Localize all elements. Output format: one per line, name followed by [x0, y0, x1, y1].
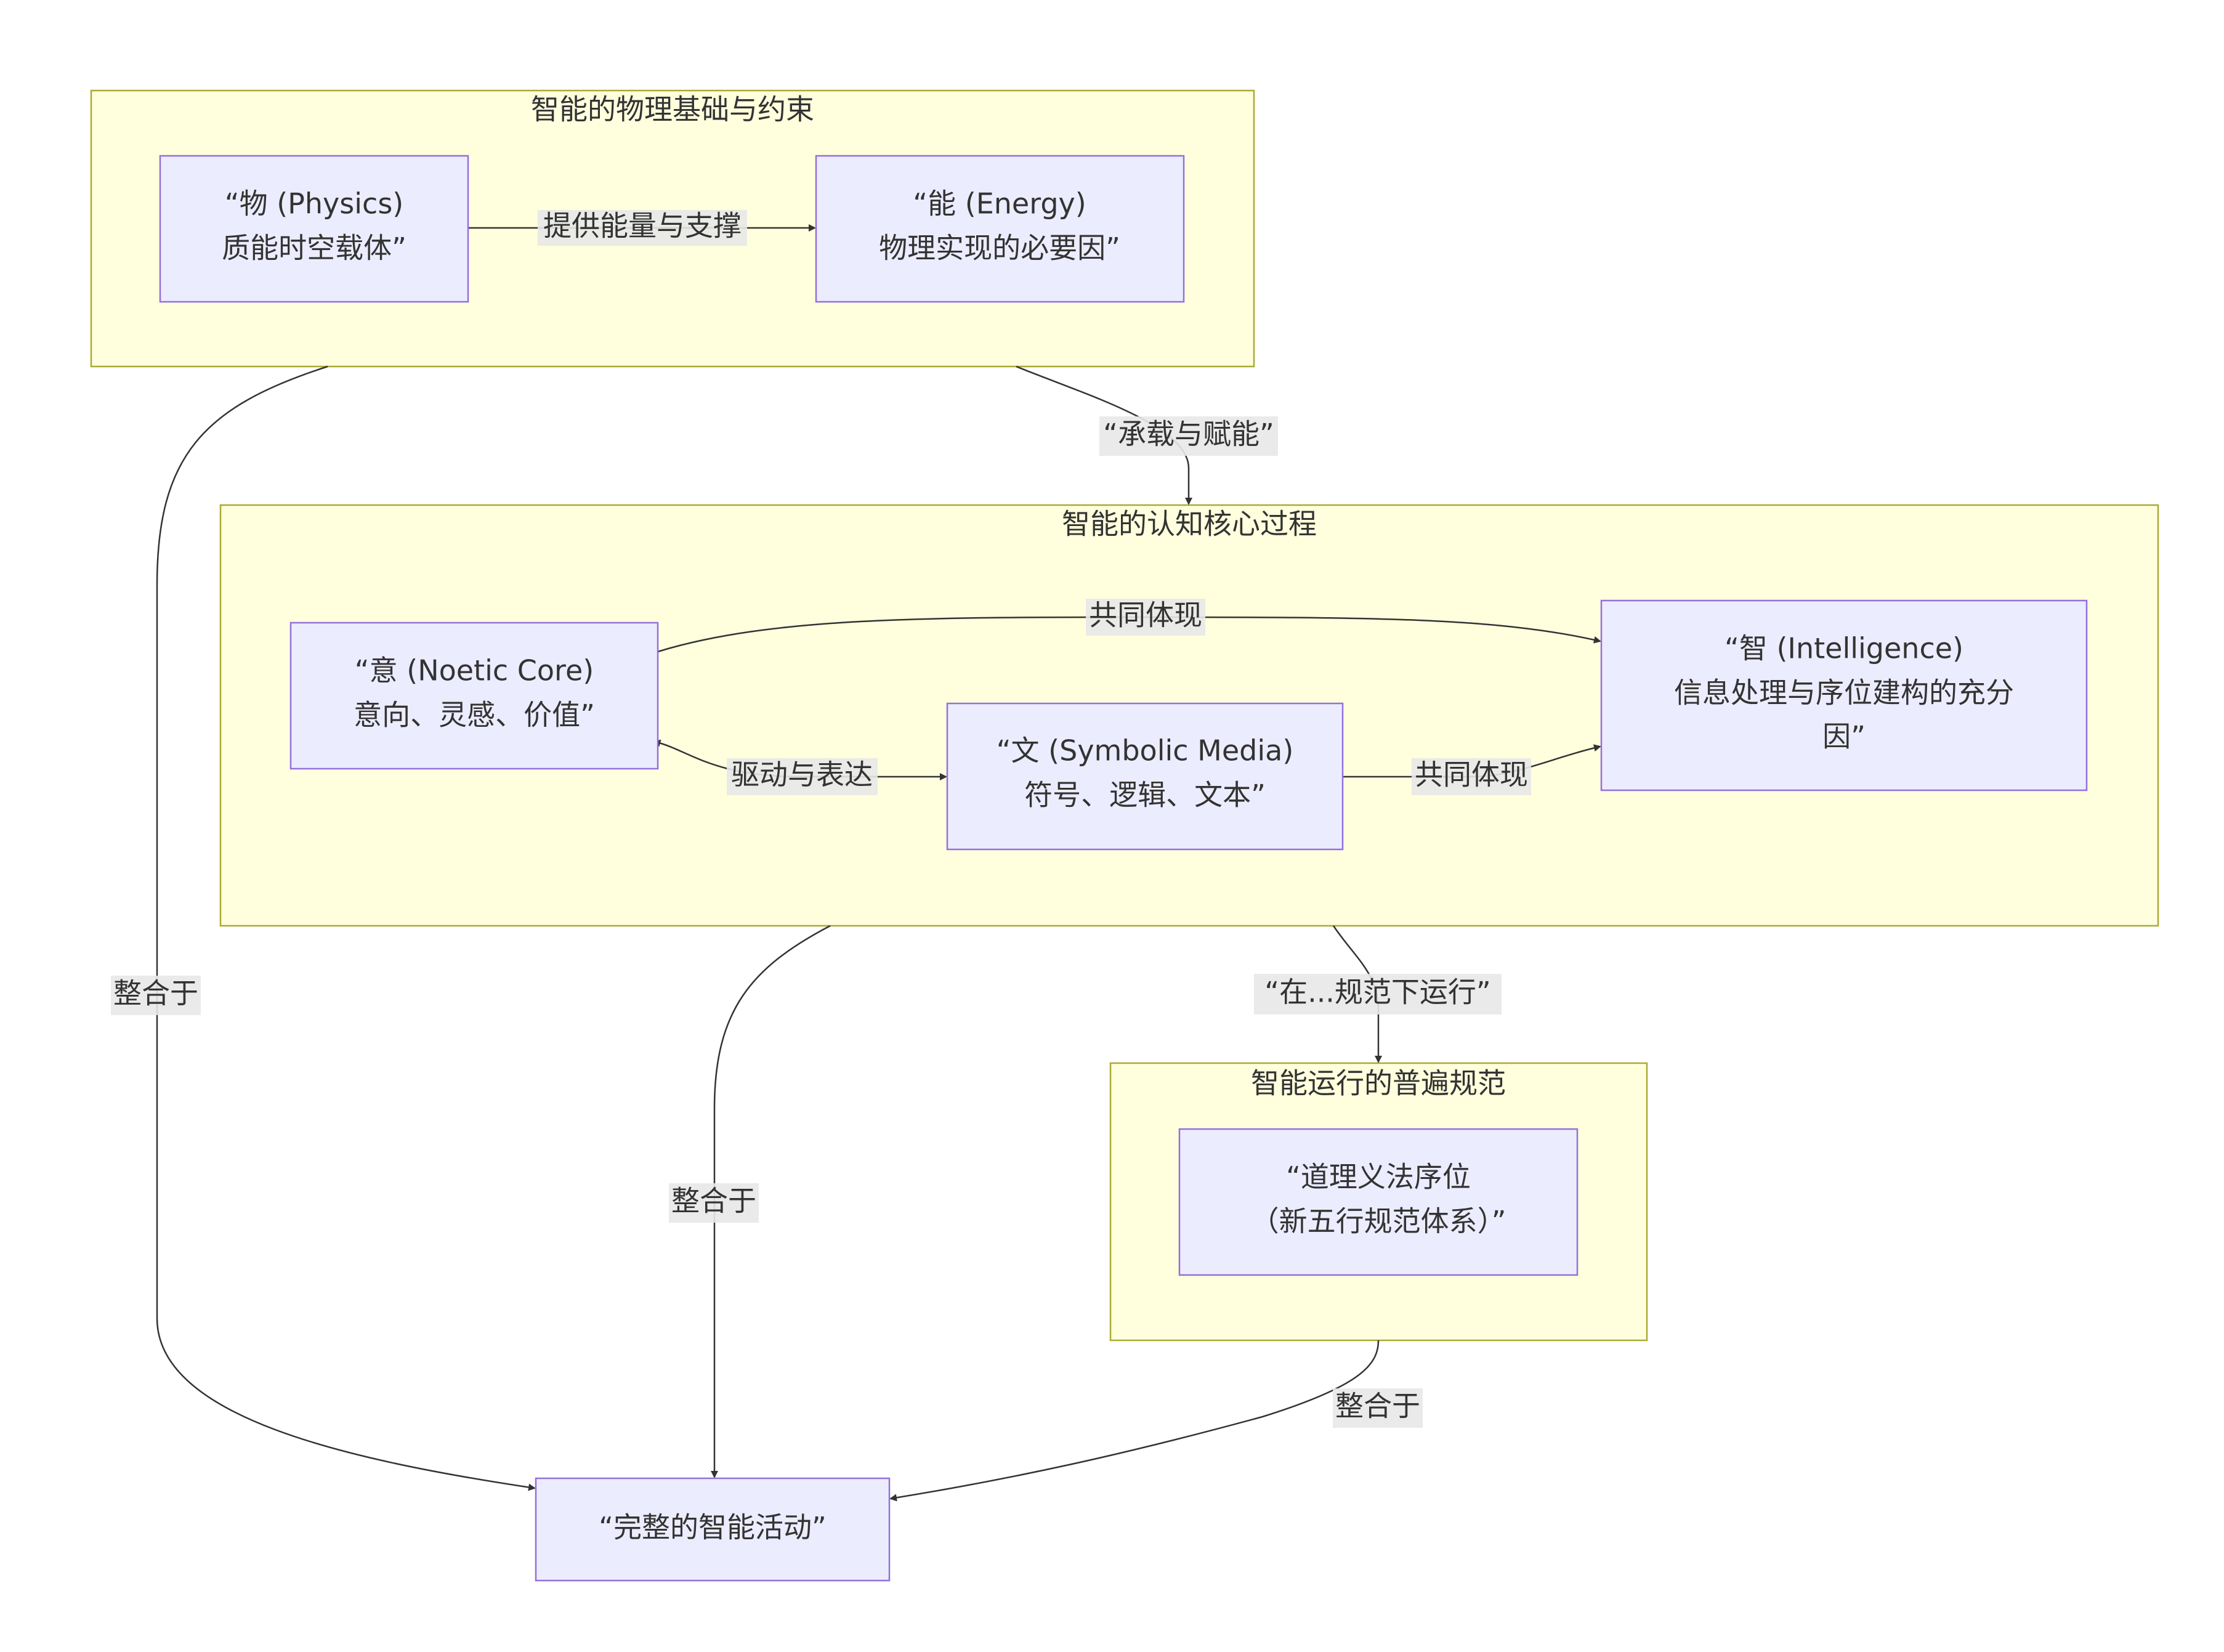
node-dao-norms-line1: “道理义法序位	[1286, 1160, 1471, 1194]
node-intelligence[interactable]: “智 (Intelligence) 信息处理与序位建构的充分 因”	[1600, 599, 2088, 792]
edge-label-physics-energy: 提供能量与支撑	[543, 209, 742, 243]
edge-cognitive-to-complete: 整合于	[669, 925, 831, 1478]
edge-symbolic-to-intelligence: 共同体现	[1343, 744, 1601, 795]
node-energy-box[interactable]	[815, 155, 1185, 303]
node-intelligence-line3: 因”	[1822, 720, 1866, 753]
edge-label-symbolic-intelligence: 共同体现	[1415, 758, 1528, 792]
node-complete-activity-label: “完整的智能活动”	[599, 1511, 827, 1544]
node-noetic-core-line2: 意向、灵感、价值”	[354, 698, 595, 732]
node-noetic-core-box[interactable]	[289, 622, 659, 770]
edge-label-cognitive-complete: 整合于	[671, 1184, 756, 1218]
node-dao-norms-line2: （新五行规范体系）”	[1251, 1205, 1506, 1238]
edge-cognitive-to-norms: “在...规范下运行”	[1254, 925, 1502, 1063]
node-noetic-core-line1: “意 (Noetic Core)	[355, 654, 594, 687]
node-physics-box[interactable]	[159, 155, 469, 303]
edge-label-noetic-intelligence: 共同体现	[1089, 599, 1202, 632]
node-physics-line1: “物 (Physics)	[225, 187, 403, 221]
edge-norms-to-complete: 整合于	[889, 1340, 1423, 1502]
edge-noetic-to-intelligence: 共同体现	[657, 599, 1601, 653]
cluster-cognitive-core-title: 智能的认知核心过程	[1062, 508, 1317, 541]
edge-physical-to-complete: 整合于	[111, 365, 536, 1491]
node-symbolic-media-line2: 符号、逻辑、文本”	[1024, 779, 1266, 812]
cluster-universal-norms-title: 智能运行的普遍规范	[1251, 1067, 1506, 1100]
node-complete-activity[interactable]: “完整的智能活动”	[535, 1477, 891, 1582]
node-symbolic-media[interactable]: “文 (Symbolic Media) 符号、逻辑、文本”	[946, 702, 1344, 851]
edge-label-noetic-symbolic: 驱动与表达	[731, 758, 873, 792]
node-energy-line1: “能 (Energy)	[913, 187, 1086, 221]
node-energy-line2: 物理实现的必要因”	[879, 232, 1120, 265]
node-intelligence-box[interactable]	[1600, 599, 2088, 792]
node-dao-norms-box[interactable]	[1178, 1128, 1579, 1276]
edge-physics-to-energy: 提供能量与支撑	[468, 209, 816, 246]
node-noetic-core[interactable]: “意 (Noetic Core) 意向、灵感、价值”	[289, 622, 659, 770]
cluster-physical-basis-title: 智能的物理基础与约束	[531, 93, 814, 126]
node-energy[interactable]: “能 (Energy) 物理实现的必要因”	[815, 155, 1185, 303]
edge-noetic-symbolic-bidirectional: 驱动与表达	[653, 739, 947, 795]
edge-physical-to-cognitive: “承载与赋能”	[1016, 365, 1278, 505]
node-symbolic-media-line1: “文 (Symbolic Media)	[997, 734, 1294, 767]
node-complete-activity-box[interactable]	[535, 1477, 891, 1582]
node-physics-line2: 质能时空载体”	[222, 232, 406, 265]
node-intelligence-line2: 信息处理与序位建构的充分	[1674, 676, 2014, 710]
edge-label-cognitive-norms: “在...规范下运行”	[1264, 976, 1491, 1009]
node-dao-norms[interactable]: “道理义法序位 （新五行规范体系）”	[1178, 1128, 1579, 1276]
edge-label-physical-complete: 整合于	[113, 977, 198, 1010]
node-symbolic-media-box[interactable]	[946, 702, 1344, 851]
edge-label-physical-cognitive: “承载与赋能”	[1103, 418, 1274, 451]
edge-label-norms-complete: 整合于	[1335, 1390, 1420, 1423]
node-physics[interactable]: “物 (Physics) 质能时空载体”	[159, 155, 469, 303]
node-intelligence-line1: “智 (Intelligence)	[1725, 632, 1963, 665]
